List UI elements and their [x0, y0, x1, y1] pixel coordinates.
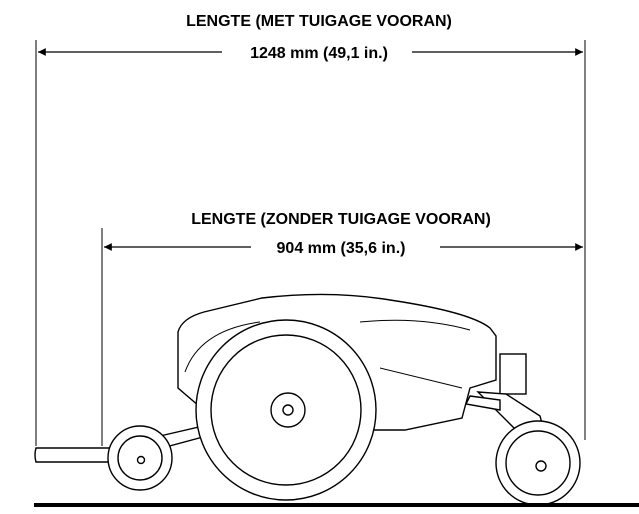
overall-length-value: 1248 mm (49,1 in.) — [250, 45, 388, 62]
rear-bracket — [499, 353, 527, 395]
front-attachment-bar — [34, 447, 121, 463]
body-top-line — [359, 319, 471, 331]
rear-caster-hub — [535, 460, 547, 472]
ground-line — [34, 503, 639, 507]
fender-line — [184, 321, 261, 373]
body-length-value: 904 mm (35,6 in.) — [277, 240, 406, 257]
body-length-title: LENGTE (ZONDER TUIGAGE VOORAN) — [191, 211, 491, 228]
main-wheel-axle — [282, 404, 294, 416]
front-wheel-hub — [136, 455, 146, 465]
overall-length-title: LENGTE (MET TUIGAGE VOORAN) — [186, 13, 452, 30]
rear-link — [464, 395, 501, 411]
body-crease — [379, 367, 463, 389]
